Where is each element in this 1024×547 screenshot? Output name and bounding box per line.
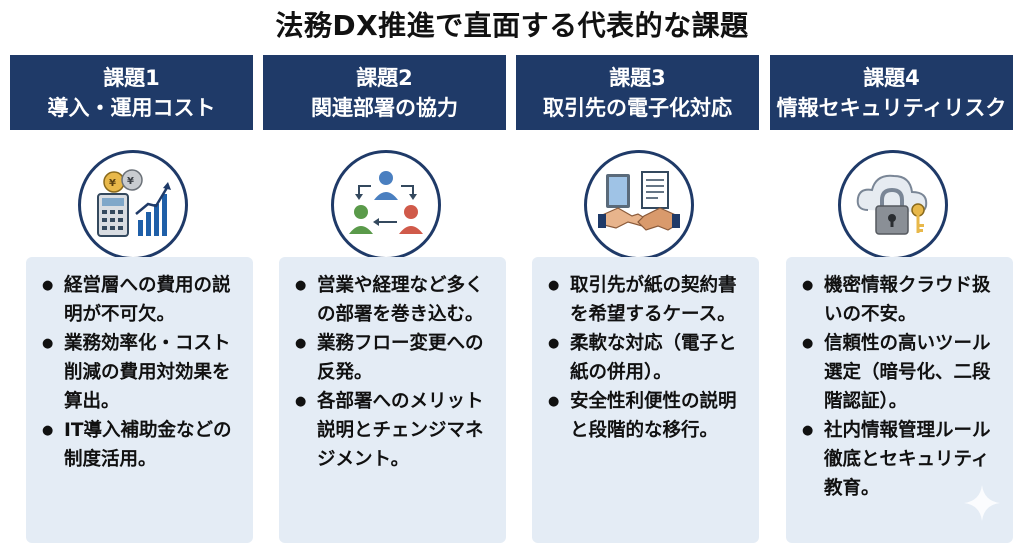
svg-text:¥: ¥: [127, 176, 134, 187]
handshake-icon: [583, 150, 694, 260]
challenge-title-4: 情報セキュリティリスク: [776, 95, 1007, 120]
challenge-header-4: 課題4 情報セキュリティリスク: [770, 55, 1013, 130]
cost-calculator-icon: ¥ ¥: [77, 150, 188, 260]
list-item: 柔軟な対応（電子と紙の併用）。: [548, 329, 749, 387]
list-item: 各部署へのメリット説明とチェンジマネジメント。: [295, 387, 496, 474]
list-item: 経営層への費用の説明が不可欠。: [42, 271, 243, 329]
challenge-header-1: 課題1 導入・運用コスト: [10, 55, 253, 130]
challenge-column-2: 課題2 関連部署の協力 営業や経理など多くの部署を巻き込む。 業務フロー変更への…: [263, 55, 506, 543]
challenge-number-4: 課題4: [863, 65, 920, 90]
page-title: 法務DX推進で直面する代表的な課題: [275, 9, 749, 42]
challenge-title-1: 導入・運用コスト: [47, 95, 216, 120]
challenge-header-2: 課題2 関連部署の協力: [263, 55, 506, 130]
challenge-number-3: 課題3: [609, 65, 666, 90]
list-item: 業務効率化・コスト削減の費用対効果を算出。: [42, 329, 243, 416]
challenge-header-3: 課題3 取引先の電子化対応: [516, 55, 759, 130]
list-item: 営業や経理など多くの部署を巻き込む。: [295, 271, 496, 329]
list-item: 取引先が紙の契約書を希望するケース。: [548, 271, 749, 329]
challenge-list-2: 営業や経理など多くの部署を巻き込む。 業務フロー変更への反発。 各部署へのメリッ…: [279, 257, 506, 543]
challenge-column-3: 課題3 取引先の電子化対応 取引先が紙の契約書を希望するケース。 柔軟な対応（電…: [516, 55, 759, 543]
list-item: IT導入補助金などの制度活用。: [42, 416, 243, 474]
cloud-lock-icon: [837, 150, 948, 260]
list-item: 業務フロー変更への反発。: [295, 329, 496, 387]
list-item: 信頼性の高いツール選定（暗号化、二段階認証）。: [802, 329, 1003, 416]
team-collaboration-icon: [330, 150, 441, 260]
challenge-list-3: 取引先が紙の契約書を希望するケース。 柔軟な対応（電子と紙の併用）。 安全性利便…: [532, 257, 759, 543]
challenge-number-1: 課題1: [103, 65, 160, 90]
challenge-number-2: 課題2: [356, 65, 413, 90]
list-item: 安全性利便性の説明と段階的な移行。: [548, 387, 749, 445]
challenge-list-1: 経営層への費用の説明が不可欠。 業務効率化・コスト削減の費用対効果を算出。 IT…: [26, 257, 253, 543]
list-item: 社内情報管理ルール徹底とセキュリティ教育。: [802, 416, 1003, 503]
challenge-title-2: 関連部署の協力: [311, 95, 458, 120]
svg-text:¥: ¥: [109, 178, 116, 189]
challenge-column-4: 課題4 情報セキュリティリスク 機密情報クラウド扱いの不安。 信頼性の高いツール…: [770, 55, 1013, 543]
sparkle-icon: [964, 485, 1000, 521]
challenge-title-3: 取引先の電子化対応: [543, 95, 732, 120]
list-item: 機密情報クラウド扱いの不安。: [802, 271, 1003, 329]
challenge-column-1: 課題1 導入・運用コスト ¥ ¥ 経営層への費用の説明が不可欠。 業務効率化・コ…: [10, 55, 253, 543]
challenge-list-4: 機密情報クラウド扱いの不安。 信頼性の高いツール選定（暗号化、二段階認証）。 社…: [786, 257, 1013, 543]
